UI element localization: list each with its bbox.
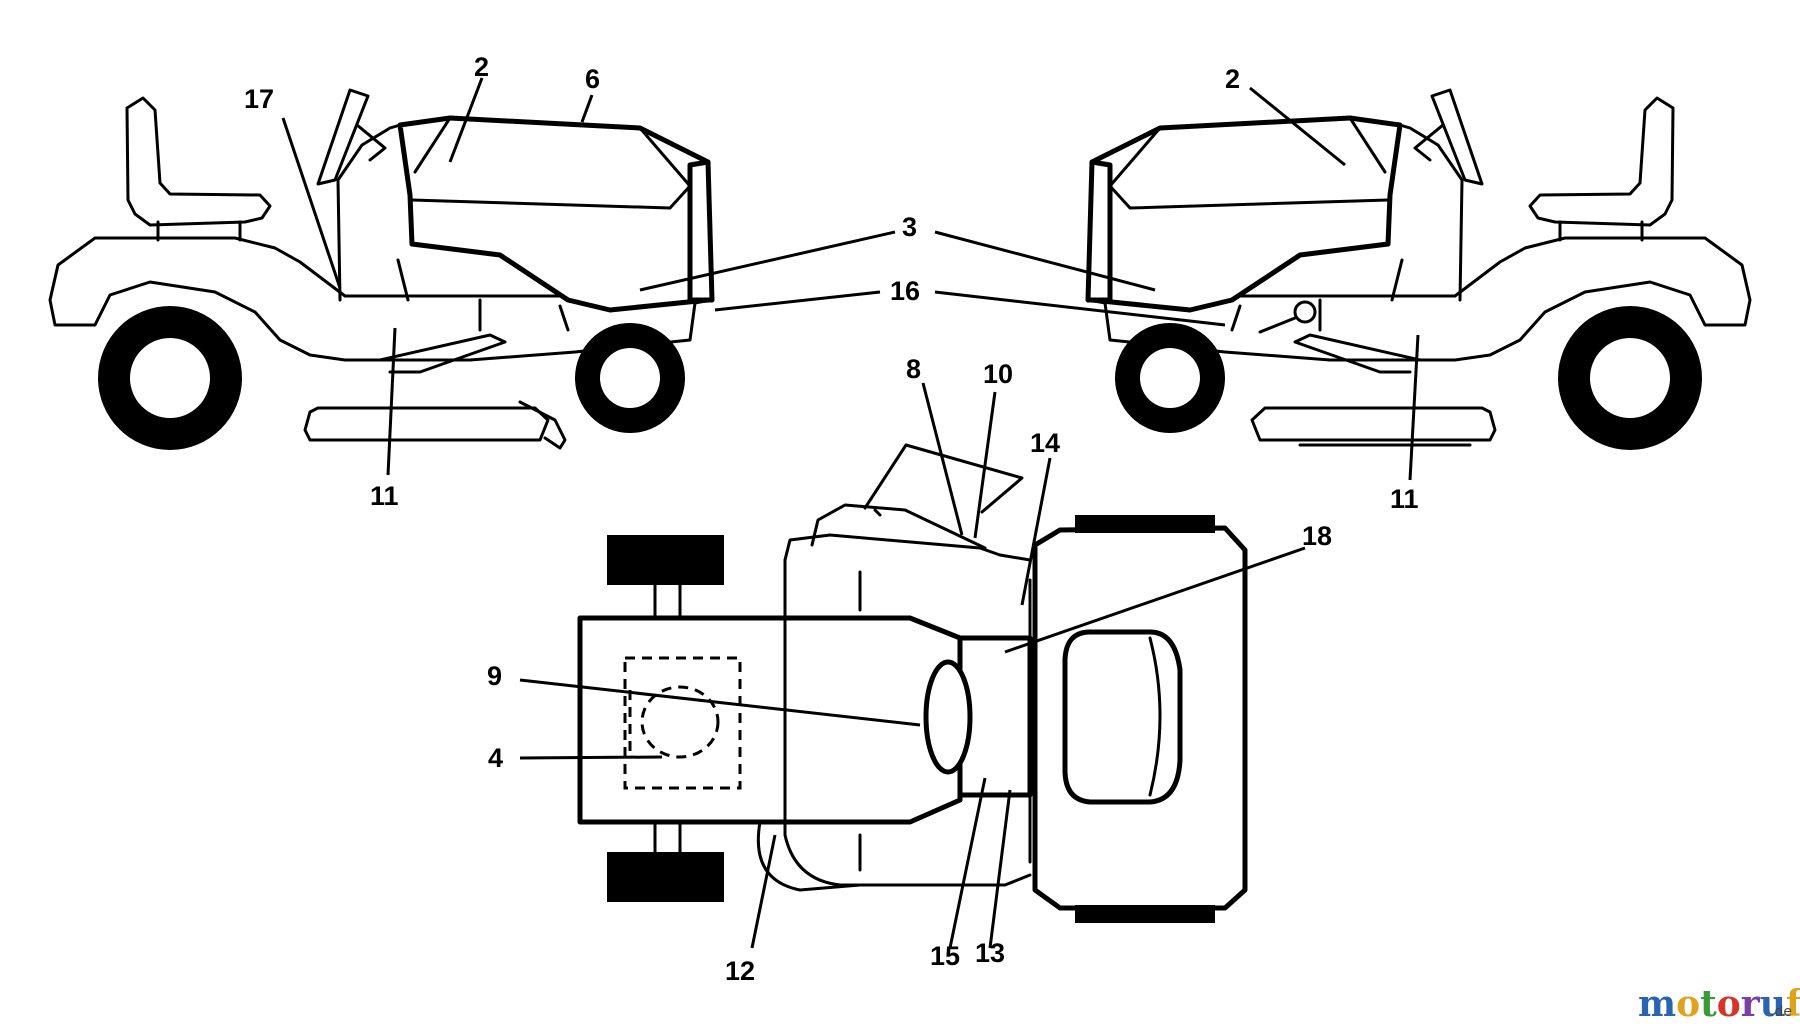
- callout-18: 18: [1302, 521, 1332, 551]
- callout-6-left: 6: [585, 64, 600, 94]
- left-side-view-tractor: [48, 88, 715, 450]
- watermark-suffix: .de: [1770, 1004, 1792, 1020]
- callout-8: 8: [906, 354, 921, 384]
- watermark-letter: r: [1741, 983, 1761, 1025]
- callout-13: 13: [975, 938, 1005, 968]
- callout-2-left: 2: [474, 52, 489, 82]
- callout-11-right: 11: [1390, 484, 1419, 514]
- callout-3: 3: [902, 212, 917, 242]
- callout-10: 10: [983, 359, 1013, 389]
- callout-9: 9: [487, 661, 502, 691]
- watermark-letter: f: [1786, 983, 1800, 1025]
- watermark-letter: o: [1676, 983, 1700, 1025]
- watermark-logo: motoruf .de: [1638, 983, 1800, 1025]
- watermark-letter: u: [1760, 983, 1786, 1025]
- callout-16: 16: [890, 276, 920, 306]
- callout-12: 12: [725, 956, 755, 986]
- svg-text:motoruf: motoruf: [1638, 983, 1800, 1025]
- callout-14: 14: [1030, 428, 1060, 458]
- callout-15: 15: [930, 941, 960, 971]
- callout-17-left: 17: [244, 84, 274, 114]
- watermark-letter: o: [1717, 983, 1741, 1025]
- callout-2-right: 2: [1225, 64, 1240, 94]
- top-view-tractor: [577, 443, 1248, 923]
- callout-4: 4: [488, 743, 503, 773]
- right-side-view-tractor: [1085, 88, 1752, 450]
- callout-labels: 17 2 6 11 3 16 2 11 8 10 14 18 9 4 12 15…: [244, 52, 1419, 986]
- leader-lines: [281, 77, 1420, 949]
- watermark-letter: m: [1638, 983, 1676, 1025]
- watermark-letter: t: [1700, 983, 1717, 1025]
- callout-11-left: 11: [370, 481, 399, 511]
